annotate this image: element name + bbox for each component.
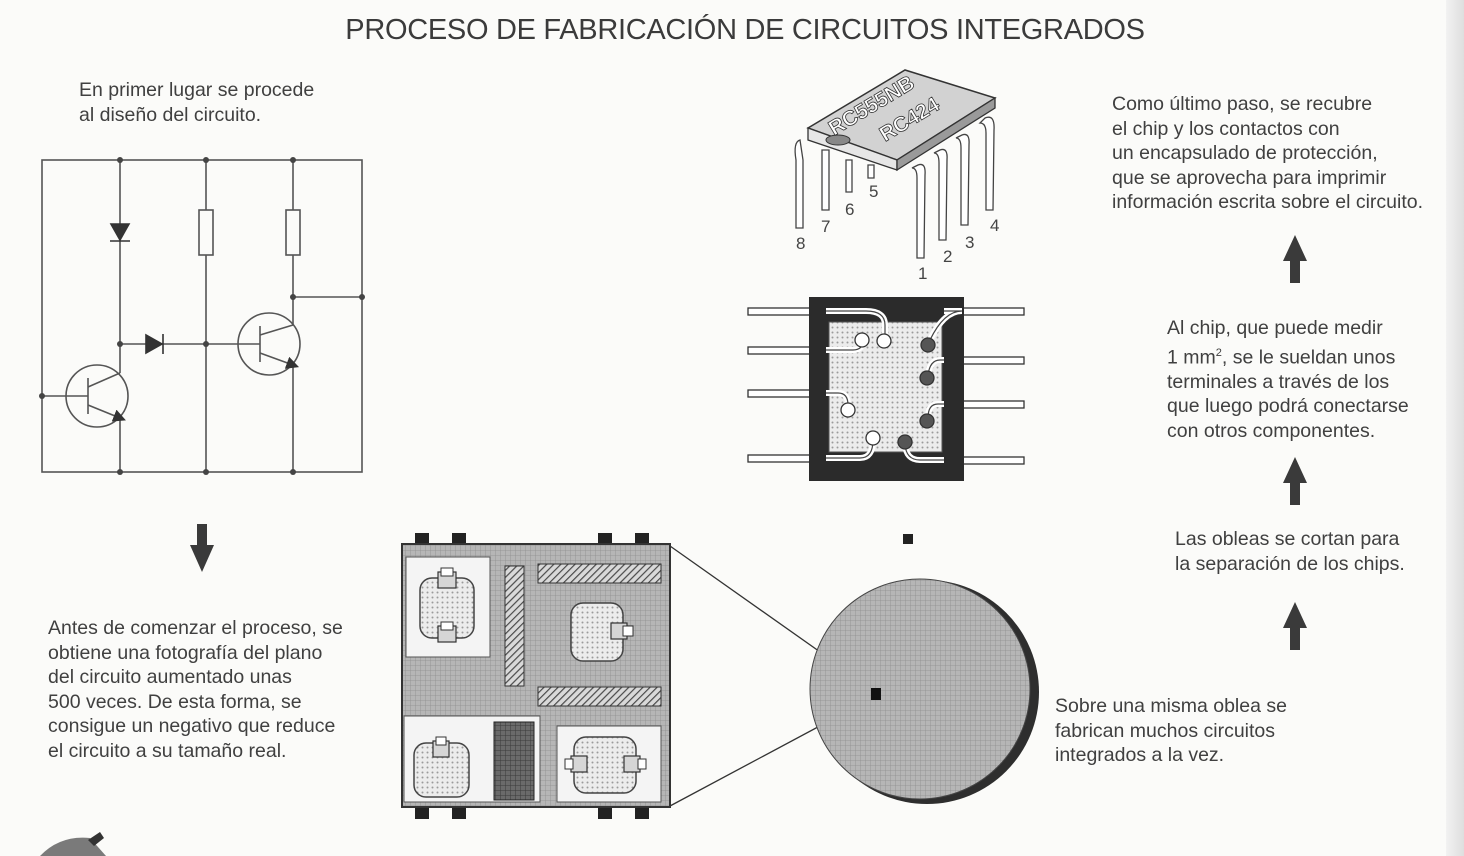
resistor-symbols xyxy=(198,209,301,256)
circuit-junction-dots xyxy=(39,157,365,475)
silicon-wafer xyxy=(809,578,1039,804)
circuit-schematic xyxy=(41,159,363,473)
transistor-symbols xyxy=(65,312,301,428)
step-encapsulate-text: Como último paso, se recubre el chip y l… xyxy=(1112,93,1424,213)
corner-decoration-icon xyxy=(40,832,106,856)
arrow-down-icon xyxy=(190,524,214,572)
dip-package: RC555NB RC424 1 2 3 4 5 6 7 8 xyxy=(794,69,999,283)
pin-number: 2 xyxy=(943,247,952,266)
dip-back-legs xyxy=(794,139,875,229)
step-cut-text: Las obleas se cortan para la separación … xyxy=(1175,528,1405,575)
step-terminals-text: Al chip, que puede medir 1 mm2, se le su… xyxy=(1167,316,1409,443)
magnified-chip-layout xyxy=(401,533,671,819)
page-edge-shadow xyxy=(1446,0,1464,856)
arrow-up-icon xyxy=(1283,457,1307,505)
pin-number: 6 xyxy=(845,200,854,219)
bonded-chip xyxy=(747,297,1025,481)
pin-number: 1 xyxy=(918,264,927,283)
pin-number: 7 xyxy=(821,217,830,236)
cut-chip-square xyxy=(903,534,913,544)
pin-number: 5 xyxy=(869,182,878,201)
step-wafer-text: Sobre una misma oblea se fabrican muchos… xyxy=(1055,695,1287,766)
step-design-text: En primer lugar se procede al diseño del… xyxy=(79,79,315,126)
diode-symbols xyxy=(109,223,164,355)
pin-number: 8 xyxy=(796,234,805,253)
layout-pins xyxy=(415,533,649,819)
step-photo-text: Antes de comenzar el proceso, se obtiene… xyxy=(48,617,343,762)
superscript-two: 2 xyxy=(1215,346,1222,359)
terminals-text-part1: Al chip, que puede medir 1 mm xyxy=(1167,317,1383,368)
terminals-text-part2: , se le sueldan unos terminales a través… xyxy=(1167,346,1409,442)
dip-front-legs xyxy=(911,116,995,259)
arrow-up-icon xyxy=(1283,235,1307,283)
pin-number: 3 xyxy=(965,233,974,252)
page-title: PROCESO DE FABRICACIÓN DE CIRCUITOS INTE… xyxy=(345,14,1145,46)
arrow-up-icon xyxy=(1283,602,1307,650)
bond-pads xyxy=(840,332,936,450)
pin-number: 4 xyxy=(990,216,999,235)
